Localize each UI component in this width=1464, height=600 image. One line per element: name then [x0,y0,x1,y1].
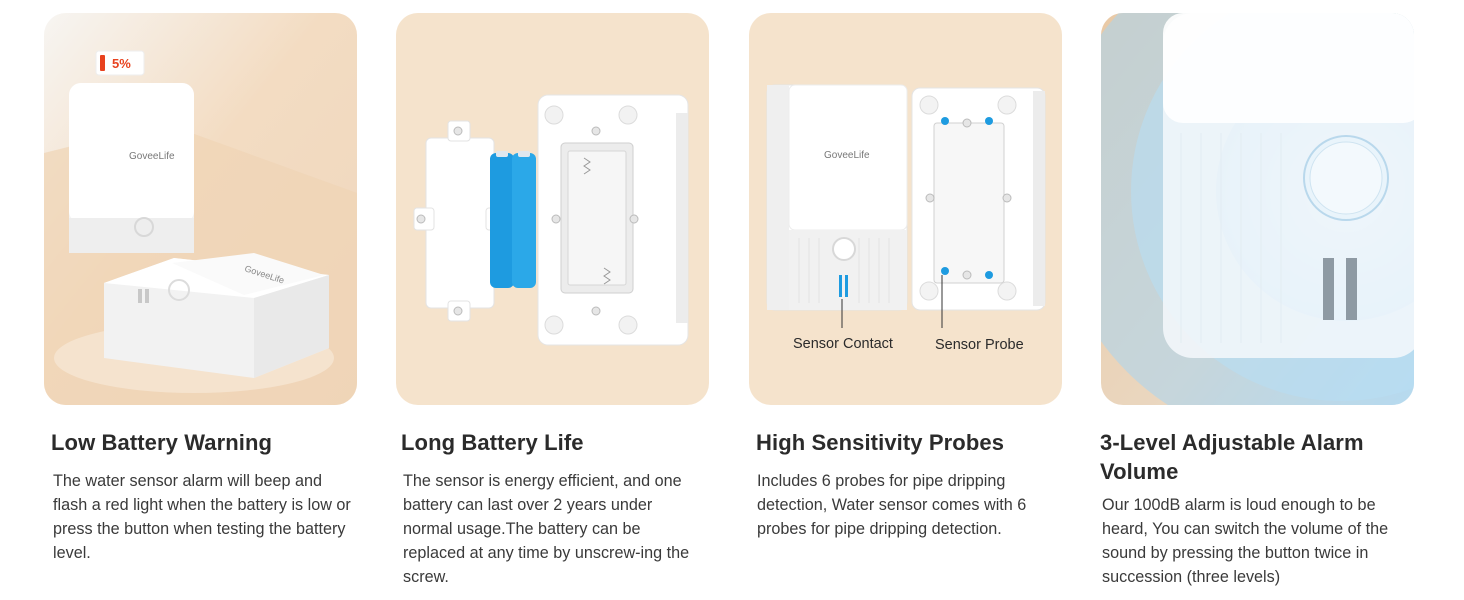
low-battery-indicator [100,55,105,71]
alarm-volume-title: 3-Level Adjustable Alarm Volume [1100,430,1364,484]
sensor-contact-label: Sensor Contact [793,336,893,352]
low-battery-title: Low Battery Warning [51,430,273,455]
brand-logo-top: GoveeLife [129,151,175,162]
sensitivity-probes-description: Includes 6 probes for pipe dripping dete… [757,472,1027,538]
sensitivity-probes-title: High Sensitivity Probes [756,430,1005,455]
battery-percent: 5% [112,56,131,71]
battery-cell-left [490,153,514,288]
battery-cell-right [512,153,536,288]
long-battery-description: The sensor is energy efficient, and one … [403,472,690,586]
sensitivity-probes-image: GoveeLife Sensor Contact Sensor Probe [749,13,1062,405]
long-battery-image [396,13,709,405]
brand-logo: GoveeLife [824,150,870,161]
alarm-volume-image [1101,13,1414,405]
low-battery-description: The water sensor alarm will beep and fla… [53,472,351,562]
sensor-probe-label: Sensor Probe [935,337,1024,353]
long-battery-title: Long Battery Life [401,430,584,455]
low-battery-image: GoveeLife 5% GoveeLife [44,13,357,405]
alarm-volume-description: Our 100dB alarm is loud enough to be hea… [1102,496,1389,586]
